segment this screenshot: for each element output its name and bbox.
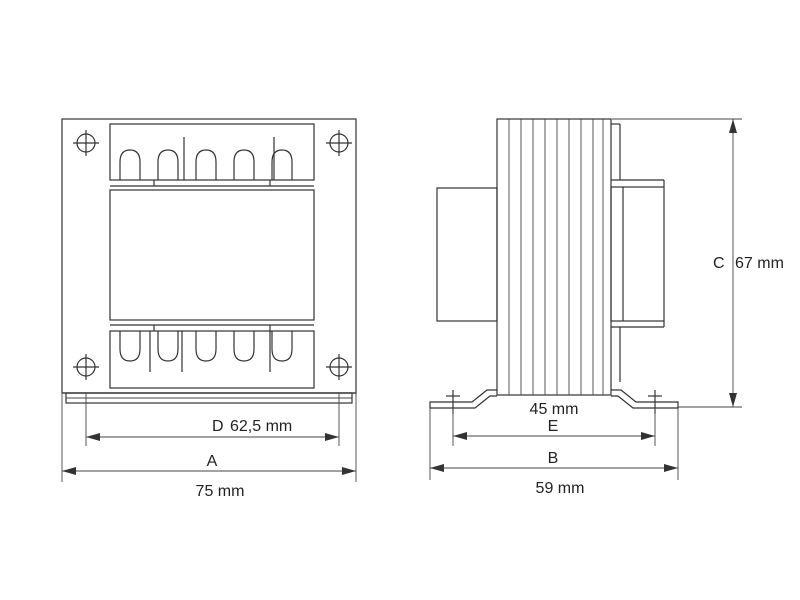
mounting-hole-bottom-left [73,354,99,380]
side-view: 45 mm E B 59 mm C 67 mm [429,118,784,497]
dimension-c-value: 67 mm [735,255,784,272]
right-mounting-foot [611,389,679,409]
dimension-b-value: 59 mm [536,480,585,497]
mounting-hole-top-right [326,130,352,156]
dimension-b-letter: B [548,450,559,467]
dimension-a-value: 75 mm [196,483,245,500]
left-mounting-foot [429,389,497,409]
front-view: D 62,5 mm A 75 mm [61,118,357,500]
mounting-hole-bottom-right [326,354,352,380]
front-core [109,189,315,321]
dimension-d-letter: D [212,418,224,435]
dimension-a-letter: A [207,453,218,470]
dimension-e-letter: E [548,418,559,435]
coil-left [436,187,498,322]
front-frame [61,118,357,394]
lower-winding [109,330,315,389]
dimension-d-value: 62,5 mm [230,418,292,435]
lamination-stack [496,118,612,396]
upper-winding [109,123,315,181]
dimension-c-letter: C [713,255,725,272]
lamination-lines [508,119,604,395]
dimension-e-value: 45 mm [530,401,579,418]
right-bracket [610,123,665,382]
mounting-hole-top-left [73,130,99,156]
